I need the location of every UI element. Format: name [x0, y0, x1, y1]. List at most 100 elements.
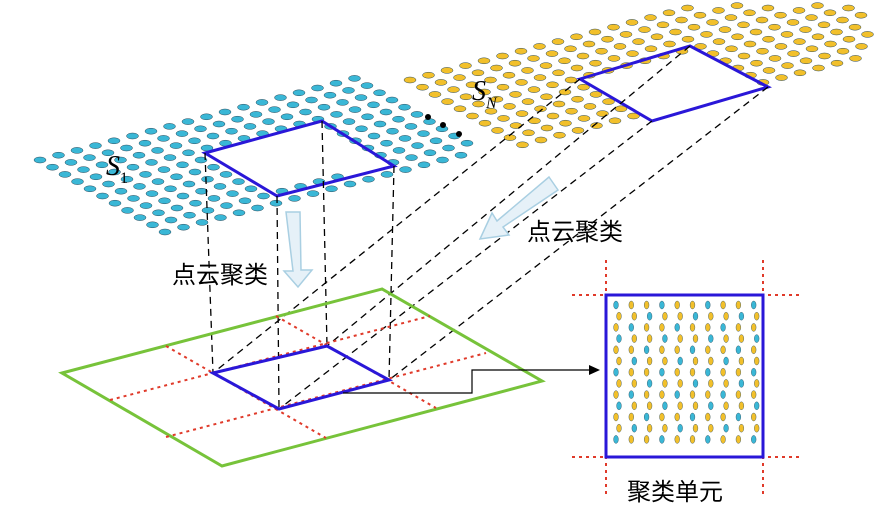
zoom-point-marker — [662, 379, 668, 388]
point-marker — [496, 52, 509, 60]
point-marker — [539, 62, 553, 69]
point-marker — [436, 156, 449, 164]
zoom-point-marker — [705, 323, 711, 332]
zoom-point-marker — [613, 435, 619, 444]
point-marker — [195, 219, 209, 226]
point-marker — [120, 175, 134, 183]
zoom-point-marker — [659, 323, 665, 332]
point-marker — [244, 185, 258, 193]
point-marker — [497, 115, 510, 122]
point-grid-s1 — [33, 75, 474, 236]
point-marker — [693, 11, 707, 19]
zoom-point-marker — [751, 323, 757, 332]
point-marker — [238, 197, 252, 205]
point-marker — [380, 171, 394, 178]
point-marker — [582, 40, 596, 48]
point-marker — [749, 28, 763, 36]
zoom-point-marker — [674, 368, 680, 377]
point-marker — [484, 76, 497, 84]
zoom-point-marker — [738, 424, 745, 433]
zoom-point-marker — [643, 435, 650, 444]
point-marker — [601, 35, 614, 43]
point-marker — [355, 125, 368, 133]
point-marker — [139, 202, 153, 209]
point-marker — [588, 28, 602, 36]
zoom-point-marker — [738, 379, 745, 388]
point-marker — [737, 52, 751, 60]
point-marker — [158, 228, 172, 236]
point-marker — [348, 106, 362, 113]
point-marker — [133, 214, 147, 221]
zoom-point-marker — [616, 312, 622, 321]
point-marker — [627, 112, 640, 120]
point-marker — [170, 173, 183, 181]
point-marker — [231, 115, 244, 123]
point-marker — [824, 40, 837, 48]
zoom-point-marker — [692, 379, 699, 388]
point-marker — [675, 16, 688, 24]
zoom-point-marker — [631, 334, 637, 343]
zoom-point-marker — [705, 368, 711, 377]
point-marker — [169, 142, 183, 149]
point-marker — [836, 47, 850, 55]
point-marker — [589, 59, 602, 67]
zoom-point-marker — [754, 401, 760, 410]
zoom-point-marker — [631, 356, 637, 366]
zoom-point-marker — [628, 368, 634, 377]
point-marker — [546, 112, 560, 120]
point-marker — [157, 135, 170, 142]
zoom-point-marker — [720, 390, 726, 399]
zoom-point-marker — [723, 356, 729, 366]
point-marker — [325, 185, 338, 193]
point-marker — [127, 195, 140, 202]
point-marker — [595, 47, 608, 55]
point-marker — [730, 2, 744, 9]
zoom-point-marker — [754, 379, 760, 388]
point-marker — [786, 19, 800, 26]
zoom-point-marker — [735, 345, 742, 354]
zoom-point-marker — [735, 390, 742, 399]
point-marker — [787, 50, 800, 57]
point-marker — [681, 4, 694, 12]
point-marker — [108, 199, 122, 207]
point-marker — [540, 124, 554, 132]
point-marker — [399, 166, 412, 173]
label-s1: S1 — [106, 151, 128, 187]
point-marker — [607, 55, 621, 62]
zoom-point-marker — [735, 368, 742, 377]
zoom-point-marker — [646, 379, 653, 388]
point-marker — [607, 23, 620, 31]
zoom-point-marker — [708, 356, 714, 366]
point-marker — [830, 28, 843, 36]
point-marker — [724, 14, 738, 21]
zoom-point-marker — [643, 300, 650, 310]
zoom-point-marker — [738, 334, 745, 343]
zoom-point-marker — [692, 334, 699, 343]
point-marker — [176, 161, 189, 169]
point-marker — [490, 64, 503, 72]
point-marker — [323, 91, 337, 99]
point-marker — [565, 107, 578, 115]
zoom-point-marker — [646, 401, 653, 410]
point-marker — [496, 83, 510, 91]
zoom-point-marker — [735, 435, 742, 444]
zoom-point-marker — [643, 323, 650, 332]
point-marker — [237, 103, 250, 111]
point-marker — [644, 14, 657, 21]
point-marker — [774, 11, 787, 19]
point-marker — [379, 108, 393, 116]
point-marker — [564, 76, 578, 84]
point-marker — [459, 62, 472, 69]
point-marker — [638, 26, 651, 33]
point-marker — [89, 173, 103, 181]
point-marker — [292, 89, 306, 97]
point-marker — [146, 221, 159, 229]
point-marker — [151, 147, 164, 154]
zoom-point-marker — [705, 345, 711, 354]
point-marker — [188, 137, 201, 145]
point-marker — [818, 52, 831, 60]
point-marker — [182, 149, 195, 157]
point-marker — [225, 127, 238, 135]
point-marker — [564, 45, 577, 53]
point-marker — [454, 151, 468, 159]
